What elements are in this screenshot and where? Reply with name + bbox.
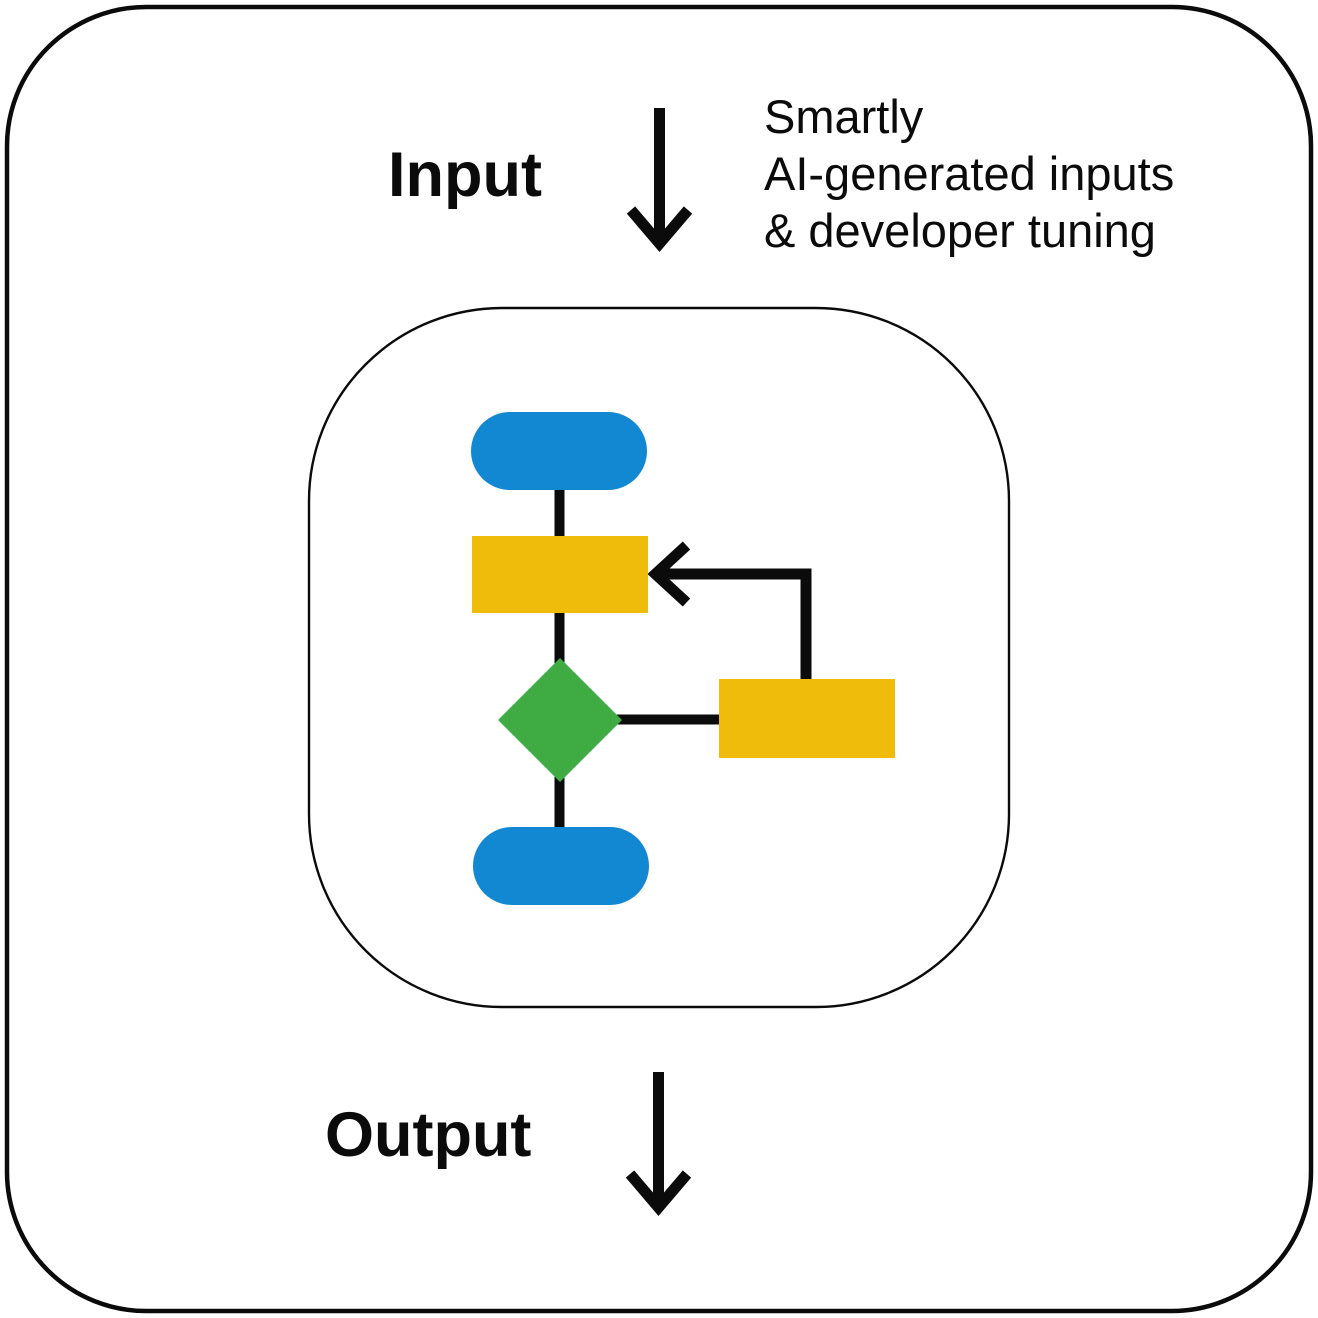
- outer-frame: [4, 4, 1314, 1314]
- loop-arrow-head: [647, 541, 691, 607]
- annotation-text: Smartly AI-generated inputs & developer …: [764, 88, 1174, 259]
- annotation-line-1: Smartly: [764, 90, 924, 143]
- flow-node-decision-diamond: [498, 658, 622, 782]
- annotation-line-3: & developer tuning: [764, 204, 1156, 257]
- inner-squircle-container: [307, 306, 1011, 1009]
- loop-arrow-icon: [647, 541, 812, 684]
- input-label: Input: [388, 140, 542, 210]
- loop-arrow-shaft: [662, 568, 812, 684]
- flow-node-feedback-rect: [719, 679, 895, 758]
- output-arrow-head: [625, 1170, 692, 1216]
- flowchart-nodes: [471, 412, 895, 905]
- output-arrow-icon: [625, 1072, 692, 1216]
- output-label: Output: [325, 1100, 532, 1170]
- flow-node-end-pill: [473, 827, 649, 905]
- flowchart-connectors: [554, 486, 722, 831]
- input-arrow-icon: [626, 108, 693, 252]
- flow-node-start-pill: [471, 412, 647, 490]
- annotation-line-2: AI-generated inputs: [764, 147, 1175, 200]
- input-arrow-head: [626, 206, 693, 252]
- flow-node-process-rect: [472, 536, 648, 613]
